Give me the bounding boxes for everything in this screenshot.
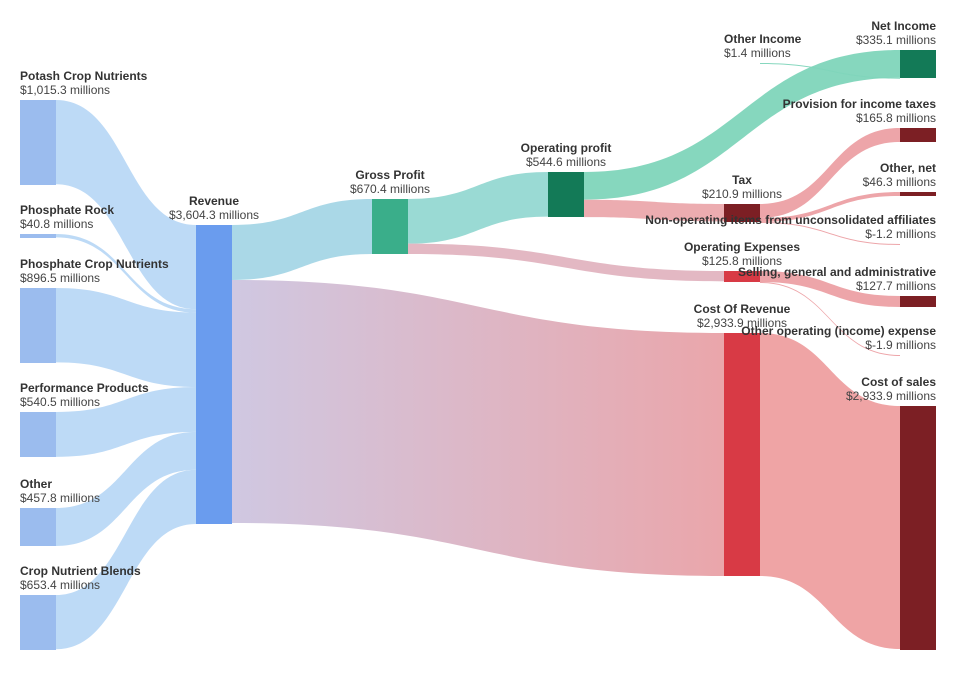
node-phosrock[interactable] [20, 234, 56, 238]
node-name-othinc: Other Income [724, 32, 802, 46]
node-value-phosrock: $40.8 millions [20, 217, 93, 231]
node-name-gross: Gross Profit [355, 168, 424, 182]
link-phoscrop-to-revenue[interactable] [56, 288, 196, 387]
link-opprofit-to-tax[interactable] [584, 199, 724, 222]
node-opex[interactable] [724, 271, 760, 282]
links-layer [56, 50, 900, 650]
node-value-netinc: $335.1 millions [856, 33, 936, 47]
node-name-cos: Cost of sales [861, 375, 936, 389]
node-perf[interactable] [20, 412, 56, 457]
link-perf-to-revenue[interactable] [56, 386, 196, 457]
node-prov[interactable] [900, 128, 936, 142]
link-tax-to-othnet[interactable] [760, 192, 900, 222]
labels-layer: Potash Crop Nutrients$1,015.3 millionsPh… [20, 19, 936, 592]
node-name-phosrock: Phosphate Rock [20, 203, 114, 217]
node-name-sga: Selling, general and administrative [738, 265, 936, 279]
link-gross-to-opprofit[interactable] [408, 172, 548, 244]
link-cor-to-cos[interactable] [760, 333, 900, 649]
node-phoscrop[interactable] [20, 288, 56, 363]
node-name-prov: Provision for income taxes [783, 97, 937, 111]
node-value-othop: $-1.9 millions [865, 338, 936, 352]
node-name-tax: Tax [732, 173, 752, 187]
node-name-blends: Crop Nutrient Blends [20, 564, 141, 578]
node-value-othnet: $46.3 millions [863, 175, 936, 189]
node-name-othnet: Other, net [880, 161, 936, 175]
node-name-cor: Cost Of Revenue [694, 302, 791, 316]
node-value-other: $457.8 millions [20, 491, 100, 505]
node-cos[interactable] [900, 406, 936, 650]
link-blends-to-revenue[interactable] [56, 469, 196, 650]
node-value-cos: $2,933.9 millions [846, 389, 936, 403]
link-revenue-to-gross[interactable] [232, 199, 372, 280]
link-othinc-to-netinc[interactable] [760, 63, 900, 79]
link-phosrock-to-revenue[interactable] [56, 234, 196, 313]
node-opprofit[interactable] [548, 172, 584, 217]
node-name-revenue: Revenue [189, 194, 239, 208]
node-potash[interactable] [20, 100, 56, 185]
node-tax[interactable] [724, 204, 760, 222]
node-name-othop: Other operating (income) expense [741, 324, 936, 338]
link-opex-to-sga[interactable] [760, 271, 900, 307]
link-tax-to-nonop[interactable] [760, 221, 900, 245]
link-gross-to-opex[interactable] [408, 243, 724, 282]
node-value-blends: $653.4 millions [20, 578, 100, 592]
node-name-opprofit: Operating profit [521, 141, 612, 155]
link-opprofit-to-netinc[interactable] [584, 50, 900, 200]
node-value-othinc: $1.4 millions [724, 46, 791, 60]
node-value-opprofit: $544.6 millions [526, 155, 606, 169]
node-value-phoscrop: $896.5 millions [20, 271, 100, 285]
node-name-phoscrop: Phosphate Crop Nutrients [20, 257, 169, 271]
node-name-potash: Potash Crop Nutrients [20, 69, 148, 83]
node-name-opex: Operating Expenses [684, 240, 800, 254]
node-blends[interactable] [20, 595, 56, 650]
node-value-perf: $540.5 millions [20, 395, 100, 409]
node-name-nonop: Non-operating items from unconsolidated … [645, 213, 936, 227]
node-cor[interactable] [724, 333, 760, 576]
node-value-opex: $125.8 millions [702, 254, 782, 268]
node-sga[interactable] [900, 296, 936, 307]
node-value-gross: $670.4 millions [350, 182, 430, 196]
link-revenue-to-cor[interactable] [232, 280, 724, 576]
node-value-sga: $127.7 millions [856, 279, 936, 293]
node-value-tax: $210.9 millions [702, 187, 782, 201]
link-other-to-revenue[interactable] [56, 431, 196, 546]
node-gross[interactable] [372, 199, 408, 254]
node-netinc[interactable] [900, 50, 936, 78]
node-value-nonop: $-1.2 millions [865, 227, 936, 241]
node-value-potash: $1,015.3 millions [20, 83, 110, 97]
node-value-prov: $165.8 millions [856, 111, 936, 125]
node-name-netinc: Net Income [871, 19, 936, 33]
link-tax-to-prov[interactable] [760, 128, 900, 218]
nodes-layer [20, 50, 936, 650]
node-name-other: Other [20, 477, 52, 491]
link-opex-to-othop[interactable] [760, 282, 900, 356]
link-potash-to-revenue[interactable] [56, 100, 196, 310]
node-value-revenue: $3,604.3 millions [169, 208, 259, 222]
node-other[interactable] [20, 508, 56, 546]
node-othnet[interactable] [900, 192, 936, 196]
node-value-cor: $2,933.9 millions [697, 316, 787, 330]
node-name-perf: Performance Products [20, 381, 149, 395]
node-revenue[interactable] [196, 225, 232, 524]
